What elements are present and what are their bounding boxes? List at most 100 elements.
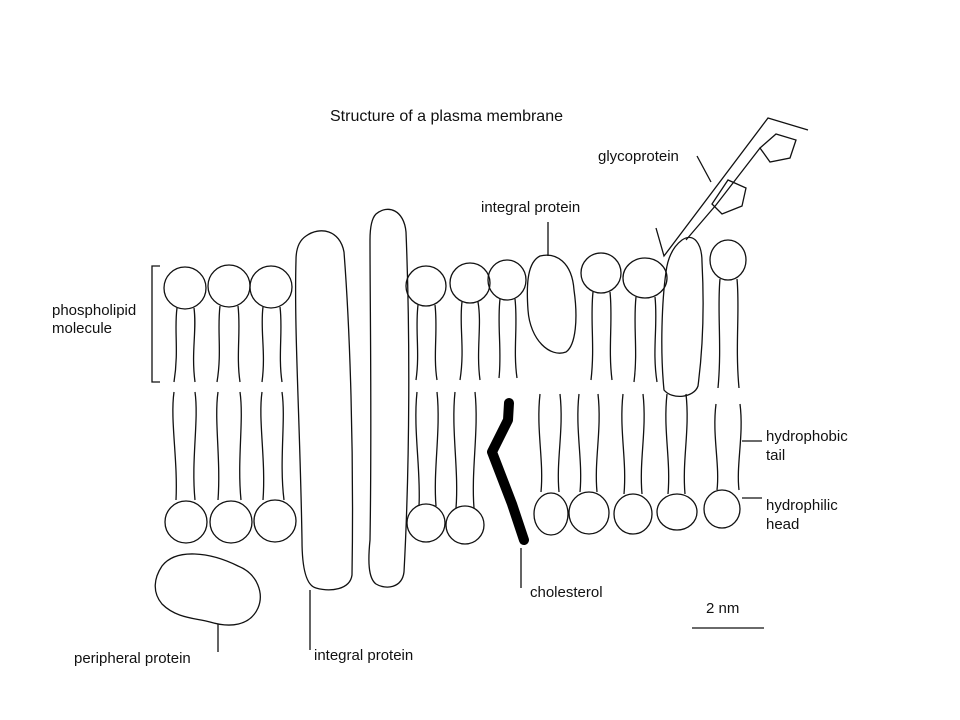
phospholipid-tail: [217, 306, 220, 382]
label-tail: tail: [766, 447, 786, 464]
phospholipid-tail: [478, 302, 480, 380]
lower-phospholipid: [614, 394, 652, 534]
phospholipid-tail: [261, 392, 264, 500]
phospholipid-tail: [174, 308, 177, 382]
label-integral-protein-top: integral protein: [481, 199, 581, 216]
phospholipid-head: [569, 492, 609, 534]
label-scale: 2 nm: [706, 600, 740, 617]
phospholipid-tail: [655, 297, 657, 382]
phospholipid-head: [710, 240, 746, 280]
phospholipid-tail: [634, 297, 636, 382]
glycoprotein-pointer: [697, 156, 711, 182]
phospholipid-head: [581, 253, 621, 293]
sugar-hexagon: [712, 180, 746, 214]
upper-phospholipid: [250, 266, 292, 382]
diagram-title: Structure of a plasma membrane: [330, 108, 563, 125]
label-head: head: [766, 516, 800, 533]
lower-phospholipids: [165, 392, 741, 544]
phospholipid-head: [254, 500, 296, 542]
lower-phospholipid: [210, 392, 252, 543]
lower-phospholipid: [569, 394, 609, 534]
phospholipid-tail: [610, 292, 612, 380]
label-hydrophilic: hydrophilic: [766, 497, 838, 514]
cholesterol-molecule: [492, 403, 524, 540]
phospholipid-tail: [578, 394, 581, 492]
phospholipid-tail: [238, 306, 240, 382]
phospholipid-tail: [473, 392, 476, 508]
glycoprotein-bracket: [656, 118, 808, 256]
phospholipid-tail: [596, 394, 599, 492]
phospholipid-tail: [240, 392, 242, 500]
lower-phospholipid: [704, 404, 741, 528]
label-molecule: molecule: [52, 320, 113, 337]
phospholipid-tail: [499, 299, 500, 378]
phospholipid-bracket: [152, 266, 160, 382]
phospholipid-head: [614, 494, 652, 534]
upper-phospholipid: [450, 263, 490, 380]
lower-phospholipid: [407, 392, 445, 542]
label-peripheral-protein: peripheral protein: [74, 650, 191, 667]
phospholipid-tail: [194, 392, 196, 500]
phospholipid-tail: [435, 305, 437, 380]
sugar-hexagon: [760, 134, 796, 162]
label-cholesterol: cholesterol: [530, 584, 603, 601]
phospholipid-head: [446, 506, 484, 544]
upper-phospholipid: [488, 260, 526, 378]
phospholipid-tail: [622, 394, 625, 494]
phospholipid-tail: [282, 392, 284, 500]
phospholipid-tail: [666, 394, 669, 494]
phospholipid-tail: [454, 392, 457, 508]
upper-phospholipid: [581, 253, 621, 380]
label-integral-protein-bottom: integral protein: [314, 647, 414, 664]
phospholipid-tail: [738, 404, 741, 490]
phospholipid-tail: [217, 392, 219, 500]
phospholipid-tail: [591, 292, 593, 380]
lower-phospholipid: [254, 392, 296, 542]
phospholipid-tail: [280, 307, 282, 382]
upper-phospholipid: [623, 258, 667, 382]
phospholipid-tail: [416, 305, 418, 380]
phospholipid-tail: [416, 392, 419, 506]
phospholipid-tail: [262, 307, 263, 382]
phospholipid-tail: [515, 299, 517, 378]
phospholipid-tail: [641, 394, 644, 494]
phospholipid-head: [210, 501, 252, 543]
integral-protein-left: [296, 231, 353, 590]
lower-phospholipid: [165, 392, 207, 543]
phospholipid-tail: [194, 308, 195, 382]
phospholipid-head: [164, 267, 206, 309]
phospholipid-head: [450, 263, 490, 303]
phospholipid-tail: [737, 279, 739, 388]
phospholipid-head: [704, 490, 740, 528]
upper-phospholipid: [710, 240, 746, 388]
phospholipid-tail: [539, 394, 542, 492]
label-hydrophobic: hydrophobic: [766, 428, 848, 445]
upper-phospholipid: [164, 267, 206, 382]
integral-protein-top: [527, 255, 576, 353]
phospholipid-head: [623, 258, 667, 298]
upper-phospholipids: [164, 240, 746, 388]
phospholipid-head: [407, 504, 445, 542]
phospholipid-head: [657, 494, 697, 530]
phospholipid-head: [534, 493, 568, 535]
label-phospholipid: phospholipid: [52, 302, 137, 319]
phospholipid-tail: [173, 392, 176, 500]
phospholipid-tail: [558, 394, 561, 492]
phospholipid-tail: [718, 279, 720, 388]
glycoprotein-chain: [686, 148, 760, 240]
integral-protein-right: [369, 209, 409, 587]
peripheral-protein: [155, 554, 260, 625]
lower-phospholipid: [534, 394, 568, 535]
label-glycoprotein: glycoprotein: [598, 148, 679, 165]
phospholipid-head: [250, 266, 292, 308]
phospholipid-tail: [435, 392, 438, 506]
phospholipid-head: [208, 265, 250, 307]
phospholipid-head: [488, 260, 526, 300]
lower-phospholipid: [446, 392, 484, 544]
phospholipid-head: [165, 501, 207, 543]
upper-phospholipid: [208, 265, 250, 382]
phospholipid-tail: [684, 394, 687, 494]
glycoprotein-body: [662, 237, 703, 396]
lower-phospholipid: [657, 394, 697, 530]
